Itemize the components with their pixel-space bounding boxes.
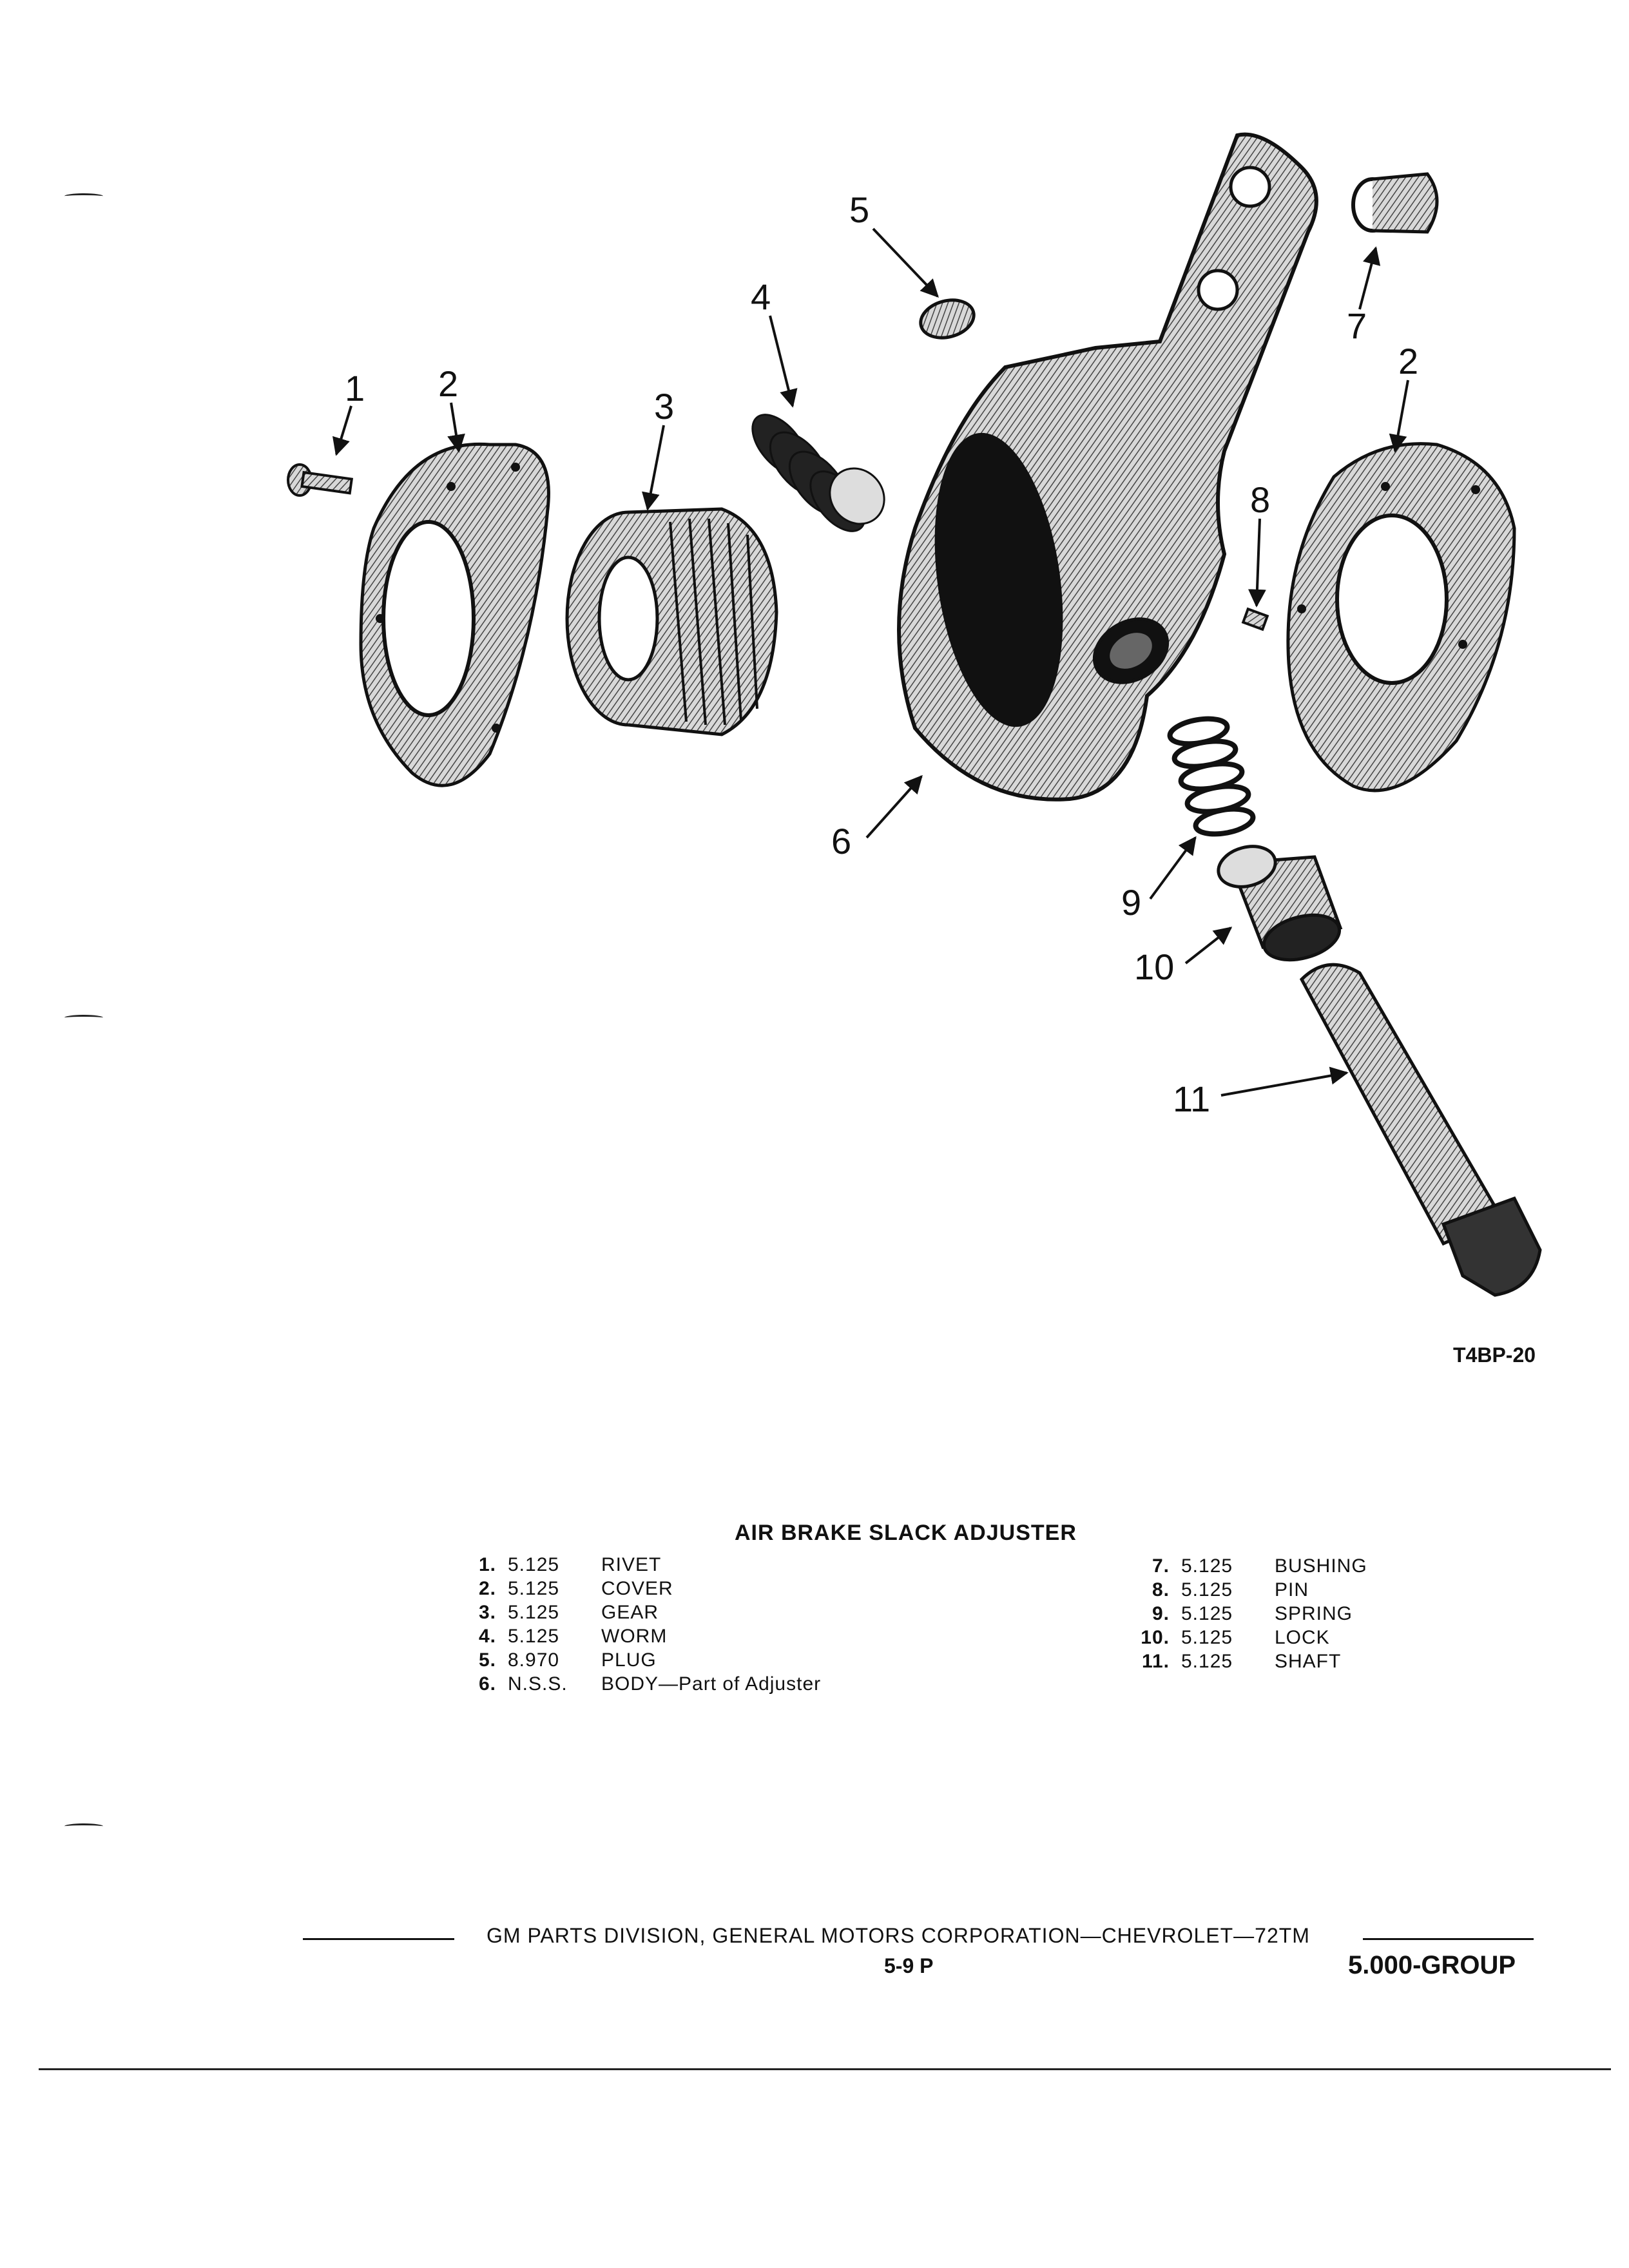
legend-title: AIR BRAKE SLACK ADJUSTER [735, 1521, 1077, 1545]
callout-8: 8 [1250, 479, 1270, 520]
punch-mark [64, 1823, 103, 1829]
bushing-part [1351, 172, 1439, 234]
figure-id: T4BP-20 [1453, 1343, 1536, 1367]
footer-rule-right [1363, 1938, 1534, 1940]
callout-1: 1 [345, 368, 365, 408]
pin-part [1241, 607, 1269, 631]
callout-3: 3 [654, 386, 674, 427]
shaft-part [1299, 963, 1542, 1297]
cover-left-part [359, 442, 550, 787]
callout-6: 6 [831, 821, 851, 861]
footer-group-label: 5.000-GROUP [1348, 1951, 1516, 1979]
callout-7: 7 [1347, 305, 1367, 346]
gear-part [565, 507, 778, 736]
punch-mark [64, 1015, 103, 1021]
legend-row: 6.N.S.S.BODY—Part of Adjuster [478, 1673, 822, 1695]
callout-5: 5 [849, 189, 869, 230]
bottom-rule [39, 2068, 1611, 2070]
punch-mark [64, 193, 103, 199]
callout-10: 10 [1134, 947, 1174, 987]
callout-11: 11 [1173, 1079, 1210, 1119]
worm-part [751, 414, 885, 532]
footer-page-number: 5-9 P [884, 1954, 934, 1977]
callout-9: 9 [1121, 882, 1141, 923]
cover-right-part [1286, 442, 1516, 793]
rivet-part [287, 463, 354, 497]
footer-publisher: GM PARTS DIVISION, GENERAL MOTORS CORPOR… [487, 1924, 1310, 1947]
callout-4: 4 [751, 276, 771, 317]
callout-2-right: 2 [1398, 341, 1418, 381]
callout-2-left: 2 [438, 363, 458, 404]
exploded-parts-illustration: 1 2 3 4 5 6 7 2 8 9 10 11 [287, 132, 1542, 1297]
spring-part [1167, 716, 1256, 837]
plug-part [919, 298, 976, 340]
lock-part [1217, 845, 1343, 962]
footer-rule-left [303, 1938, 454, 1940]
adjuster-body-part [897, 132, 1318, 802]
